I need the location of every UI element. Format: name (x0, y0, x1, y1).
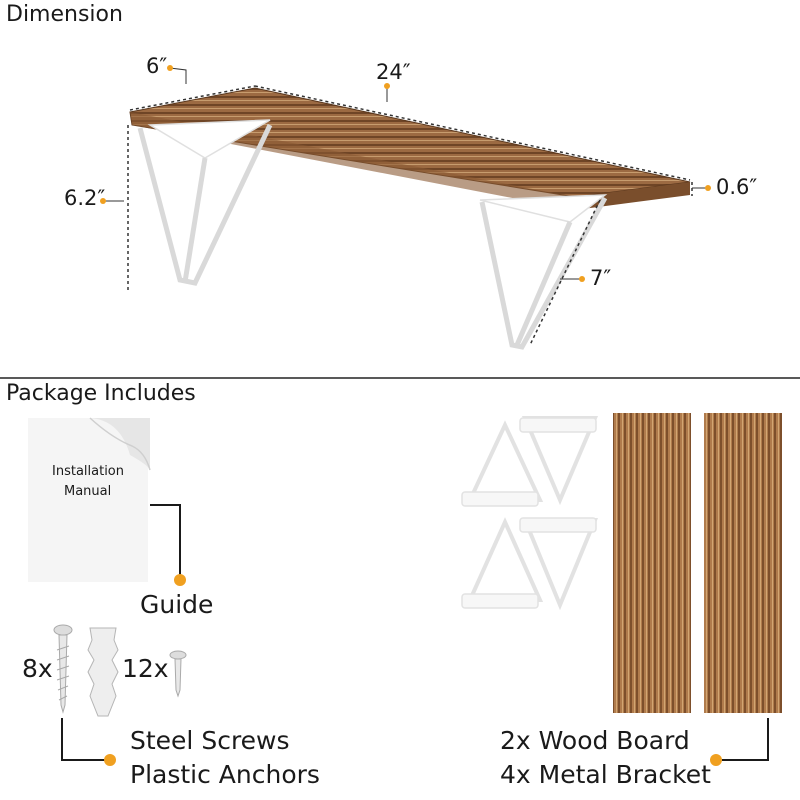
guide-label: Guide (140, 590, 214, 619)
hardware-label-line2: Plastic Anchors (130, 760, 320, 789)
shelf-label-line1: 2x Wood Board (500, 726, 690, 755)
anchor-count: 12x (122, 654, 169, 683)
package-includes-title: Package Includes (6, 381, 196, 406)
dimension-thickness: 0.6″ (716, 175, 758, 199)
manual-title-line1: Installation (52, 464, 125, 479)
dimension-bracket: 7″ (590, 266, 612, 290)
dimension-width: 6″ (146, 54, 168, 78)
left-bracket (137, 119, 273, 286)
small-screw-icon (169, 650, 187, 698)
steel-screw-icon (53, 624, 73, 714)
guide-dot (174, 574, 186, 586)
shelf-dot (710, 754, 722, 766)
dimension-lines (127, 85, 693, 346)
dimension-title: Dimension (6, 2, 123, 27)
shelf-label-line2: 4x Metal Bracket (500, 760, 711, 789)
right-bracket (479, 194, 608, 350)
wood-board-1 (613, 413, 691, 713)
hardware-dot (104, 754, 116, 766)
dimension-length: 24″ (376, 60, 411, 84)
dimension-height: 6.2″ (64, 186, 106, 210)
screw-count: 8x (22, 654, 53, 683)
dimension-dots (100, 65, 711, 282)
manual-title-line2: Manual (64, 484, 112, 499)
wood-board-2 (704, 413, 782, 713)
installation-manual (28, 417, 151, 582)
metal-brackets-icon (461, 416, 599, 611)
plastic-anchor-icon (87, 627, 119, 717)
hardware-label-line1: Steel Screws (130, 726, 290, 755)
